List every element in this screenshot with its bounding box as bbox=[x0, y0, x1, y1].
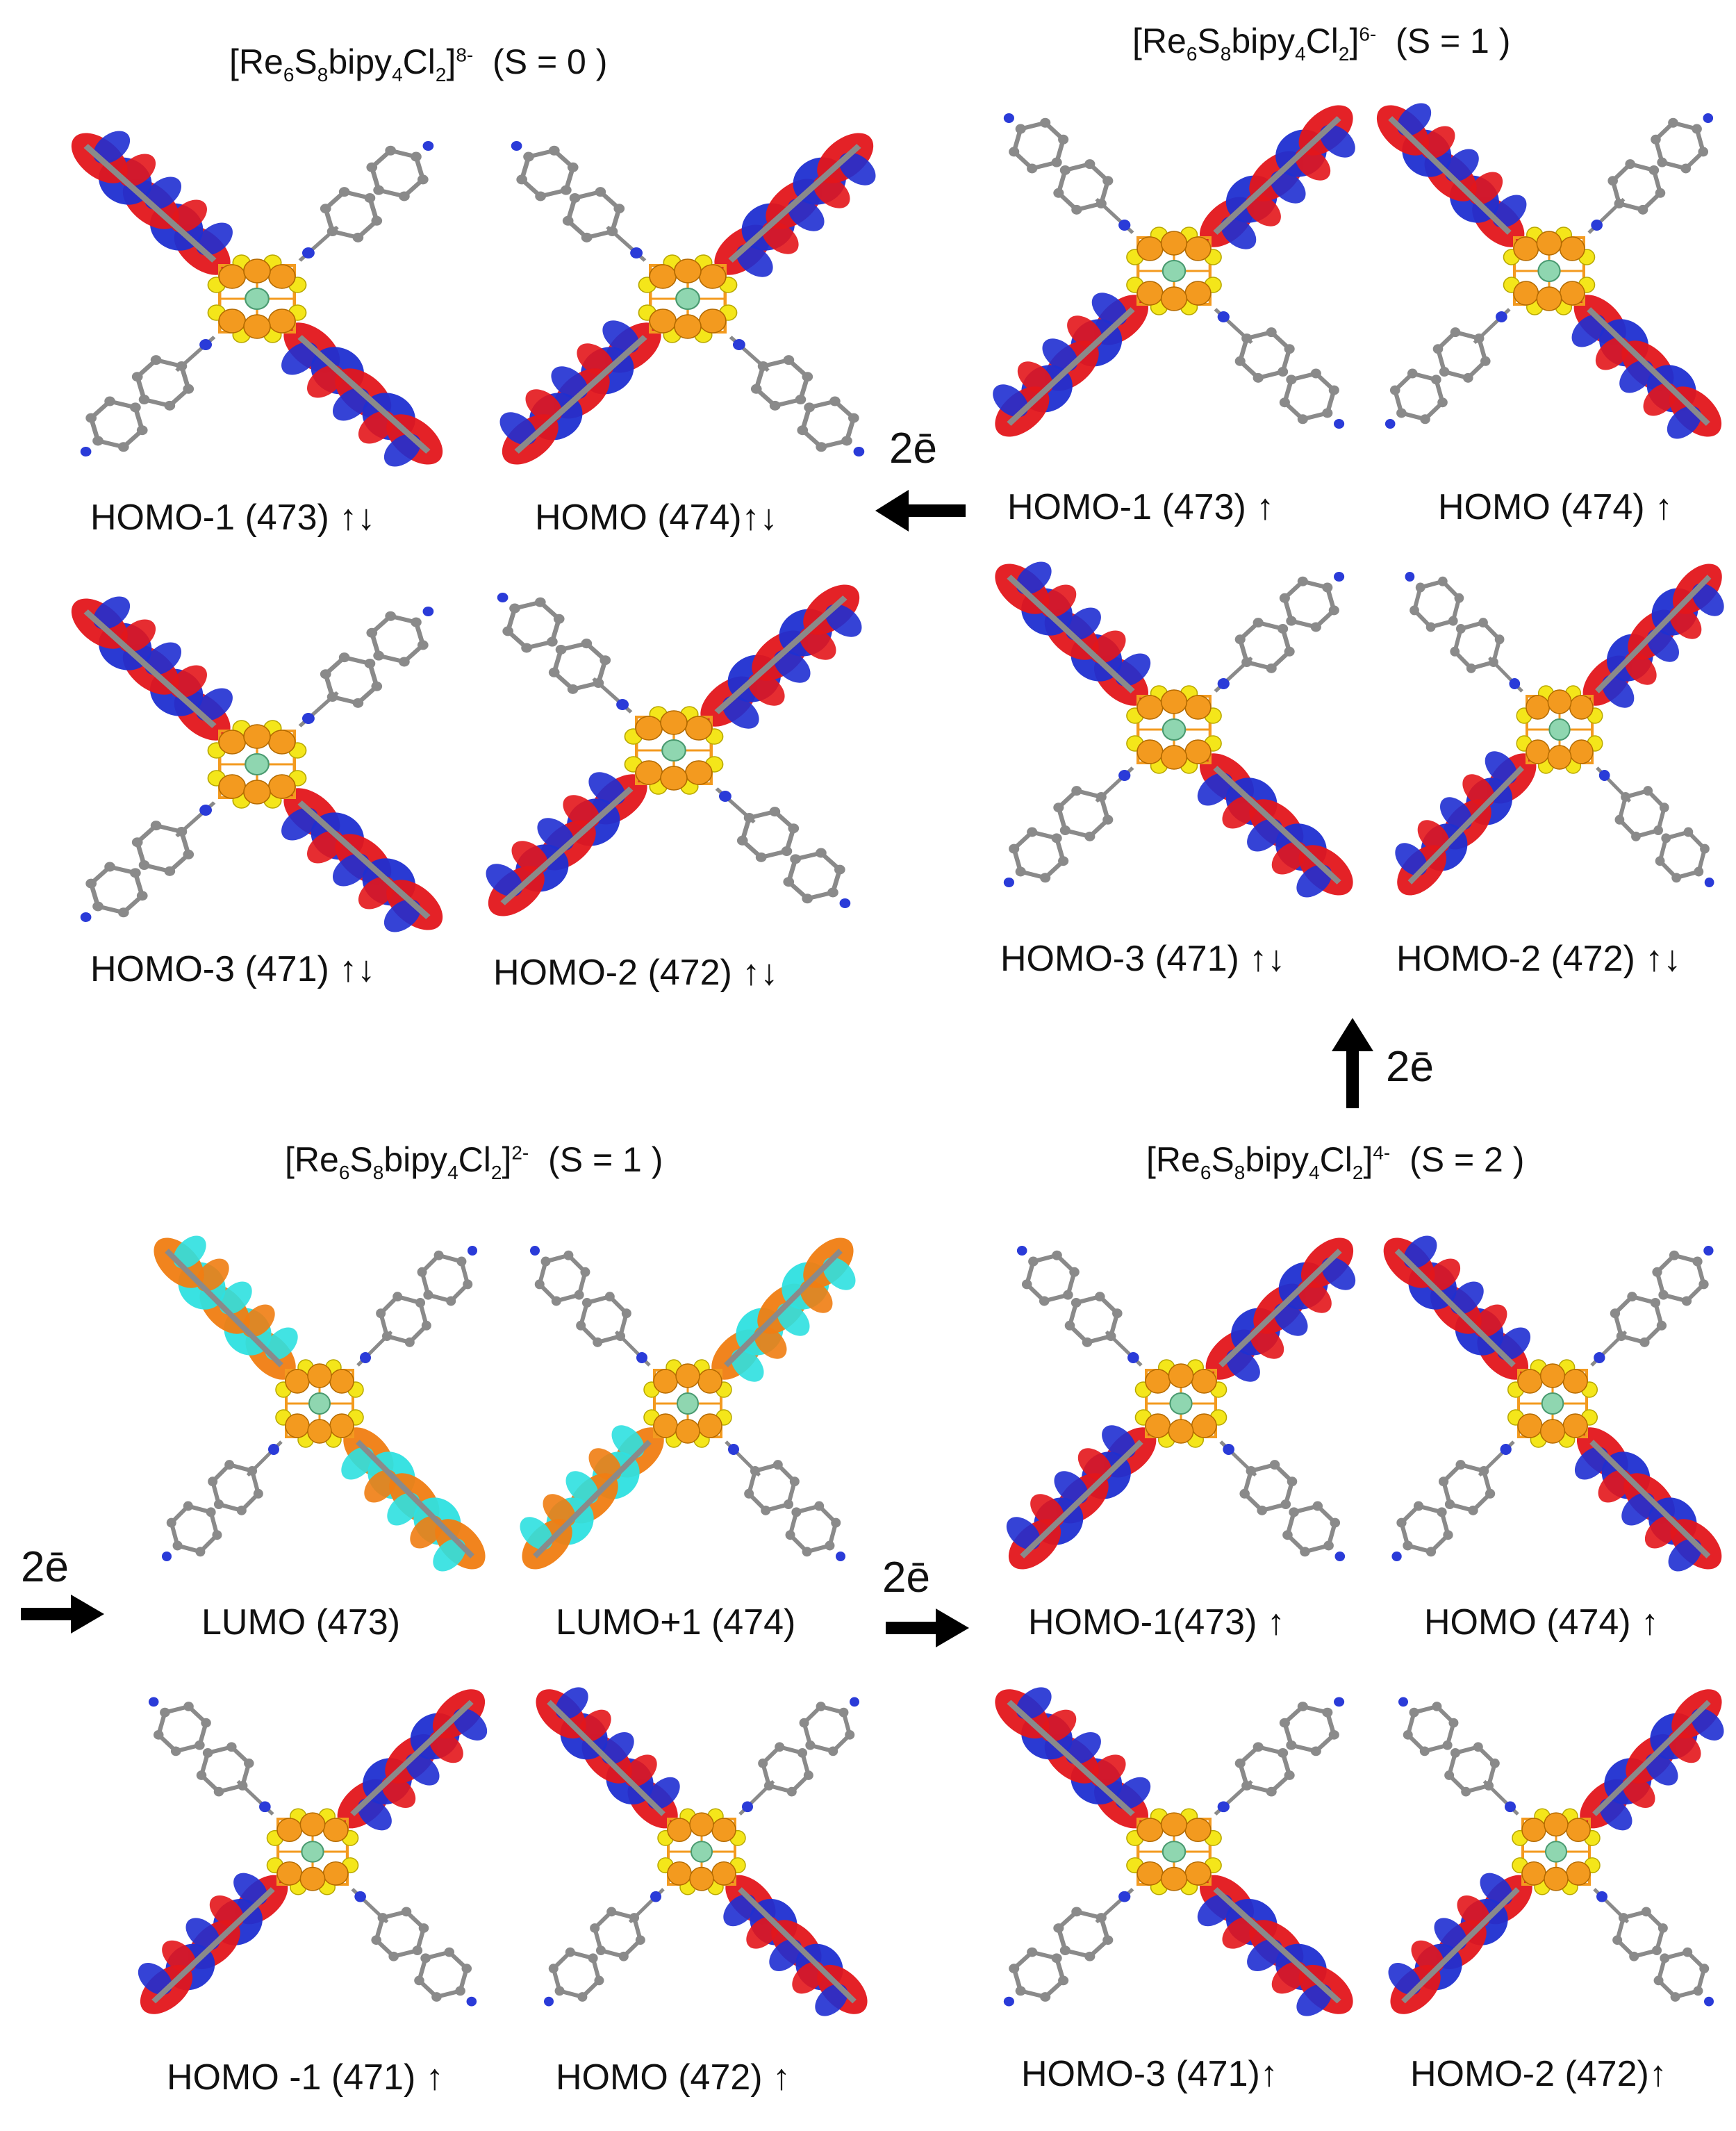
orbital-image bbox=[132, 1681, 493, 2022]
orbital-label: HOMO (474)↑↓ bbox=[535, 497, 778, 538]
arrow-label-top-middle: 2ē bbox=[889, 425, 937, 472]
orbital-label: HOMO-1(473) ↑ bbox=[1028, 1602, 1285, 1643]
right-arrow-icon bbox=[886, 1608, 969, 1647]
orbital-label: HOMO-3 (471) ↑↓ bbox=[90, 949, 376, 989]
orbital-label: HOMO-1 (473) ↑ bbox=[1007, 487, 1275, 527]
orbital-image bbox=[1000, 1230, 1362, 1577]
title-top-right: [Re6S8bipy4Cl2]6- (S = 1 ) bbox=[1132, 22, 1511, 65]
orbital-image bbox=[986, 556, 1362, 903]
up-arrow-icon bbox=[1332, 1018, 1373, 1108]
orbital-label: HOMO-3 (471) ↑↓ bbox=[1000, 939, 1286, 979]
orbital-label: HOMO-2 (472)↑ bbox=[1410, 2054, 1667, 2094]
orbital-image bbox=[528, 1681, 875, 2022]
orbital-label: HOMO -1 (471) ↑ bbox=[167, 2057, 444, 2098]
arrow-label-left-edge: 2ē bbox=[21, 1543, 69, 1591]
orbital-image bbox=[986, 1681, 1362, 2022]
left-arrow-icon bbox=[875, 490, 966, 532]
orbital-label: HOMO (474) ↑ bbox=[1424, 1602, 1660, 1643]
orbital-image bbox=[986, 97, 1362, 445]
arrow-label-bottom-middle: 2ē bbox=[882, 1554, 930, 1602]
arrow-label-right-middle: 2ē bbox=[1386, 1043, 1434, 1091]
orbital-label: HOMO (472) ↑ bbox=[556, 2057, 791, 2098]
orbital-label: HOMO (474) ↑ bbox=[1438, 487, 1673, 527]
orbital-image bbox=[1389, 556, 1730, 903]
orbital-label: HOMO-2 (472) ↑↓ bbox=[1396, 939, 1682, 979]
orbital-image bbox=[493, 125, 882, 472]
orbital-label: LUMO+1 (474) bbox=[556, 1602, 796, 1643]
title-bottom-left: [Re6S8bipy4Cl2]2- (S = 1 ) bbox=[285, 1140, 663, 1183]
orbital-label: LUMO (473) bbox=[201, 1602, 401, 1643]
title-bottom-right: [Re6S8bipy4Cl2]4- (S = 2 ) bbox=[1146, 1140, 1525, 1183]
orbital-image bbox=[514, 1230, 861, 1577]
orbital-image bbox=[1369, 97, 1730, 445]
orbital-image bbox=[146, 1230, 493, 1577]
right-arrow-icon bbox=[21, 1595, 104, 1634]
orbital-image bbox=[1382, 1681, 1730, 2022]
title-top-left: [Re6S8bipy4Cl2]8- (S = 0 ) bbox=[229, 42, 608, 85]
orbital-image bbox=[63, 591, 452, 938]
orbital-image bbox=[479, 577, 868, 924]
orbital-label: HOMO-1 (473) ↑↓ bbox=[90, 497, 376, 538]
orbital-label: HOMO-2 (472) ↑↓ bbox=[493, 953, 779, 993]
orbital-image bbox=[1375, 1230, 1730, 1577]
orbital-label: HOMO-3 (471)↑ bbox=[1021, 2054, 1278, 2094]
orbital-image bbox=[63, 125, 452, 472]
